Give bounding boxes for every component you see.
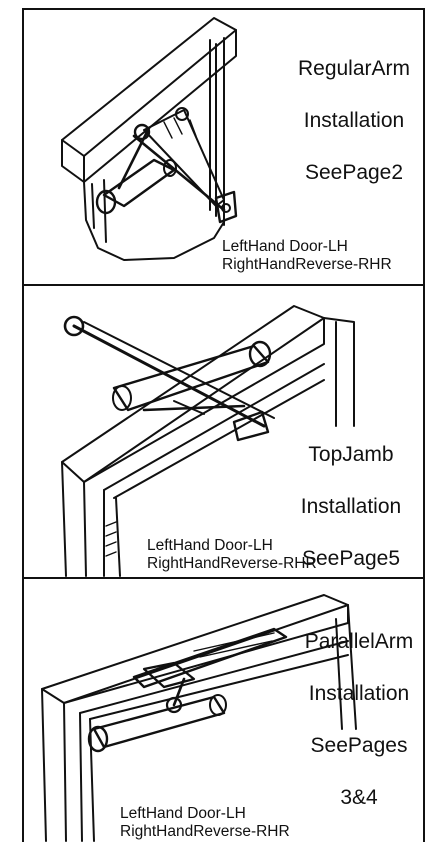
title-line: Installation [300, 495, 402, 518]
handing-line: LeftHand Door-LH [147, 537, 273, 554]
title-line: SeePage5 [301, 547, 401, 570]
regular-arm-door-closer-illustration [61, 17, 238, 261]
handing-line: RightHandReverse-RHR [222, 256, 392, 273]
handing-line: LeftHand Door-LH [120, 805, 246, 822]
handing-note: LeftHand Door-LH RightHandReverse-RHR [120, 805, 290, 841]
installation-title: ParallelArm Installation SeePages 3&4 [296, 603, 422, 811]
handing-line: LeftHand Door-LH [222, 238, 348, 255]
installation-title: RegularArm Installation SeePage2 [286, 30, 422, 186]
handing-note: LeftHand Door-LH RightHandReverse-RHR [222, 238, 392, 274]
panel-top-jamb: TopJamb Installation SeePage5 LeftHand D… [24, 286, 423, 579]
title-line: Installation [303, 109, 405, 132]
handing-note: LeftHand Door-LH RightHandReverse-RHR [147, 537, 317, 573]
parallel-arm-door-closer-illustration [41, 594, 357, 842]
top-jamb-door-closer-illustration [61, 305, 355, 577]
title-line: RegularArm [297, 57, 411, 80]
panel-parallel-arm: ParallelArm Installation SeePages 3&4 Le… [24, 579, 423, 844]
title-line: Installation [308, 682, 410, 705]
handing-line: RightHandReverse-RHR [120, 823, 290, 840]
instruction-sheet: RegularArm Installation SeePage2 LeftHan… [22, 8, 425, 842]
panel-regular-arm: RegularArm Installation SeePage2 LeftHan… [24, 10, 423, 286]
title-line: ParallelArm [304, 630, 414, 653]
handing-line: RightHandReverse-RHR [147, 555, 317, 572]
title-line: SeePage2 [304, 161, 404, 184]
title-line: 3&4 [340, 786, 378, 809]
title-line: TopJamb [308, 443, 394, 466]
installation-title: TopJamb Installation SeePage5 [286, 416, 416, 572]
title-line: SeePages [310, 734, 408, 757]
